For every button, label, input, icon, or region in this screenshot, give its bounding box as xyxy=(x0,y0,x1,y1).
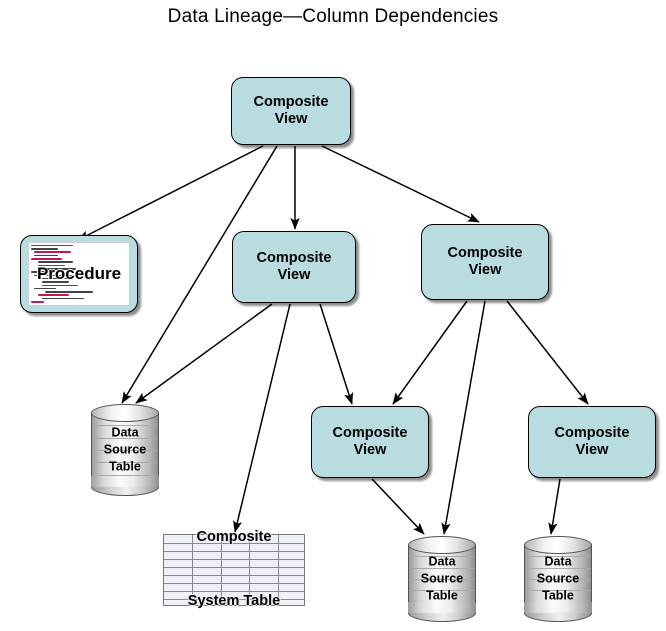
edge-cv-root-to-cv-right xyxy=(321,145,480,223)
node-label: Composite System Table xyxy=(187,529,281,609)
cylinder-top-ellipse xyxy=(408,536,476,554)
edge-cv-mid-to-cv-lower-left xyxy=(319,303,354,405)
cylinder-top-ellipse xyxy=(524,536,592,554)
cylinder-body xyxy=(408,545,476,613)
edge-cv-right-to-cv-lower-left xyxy=(392,300,468,405)
edge-cv-mid-to-cst xyxy=(233,303,291,533)
node-data-source-table-middle[interactable]: Data Source Table xyxy=(408,536,476,622)
node-data-source-table-left[interactable]: Data Source Table xyxy=(91,404,159,496)
cylinder-bottom-mask xyxy=(524,602,592,613)
grid-lines xyxy=(164,535,304,605)
node-label: Procedure xyxy=(36,264,122,283)
edge-cv-right-to-cv-lower-right xyxy=(506,300,589,405)
node-composite-view-lower-right[interactable]: Composite View xyxy=(528,406,656,478)
node-label: Composite View xyxy=(256,249,332,283)
cylinder-body xyxy=(91,413,159,487)
node-composite-view-lower-left[interactable]: Composite View xyxy=(311,406,429,478)
node-composite-system-table[interactable]: Composite System Table xyxy=(163,529,305,609)
cylinder-top-ellipse xyxy=(91,404,159,422)
node-label: Composite View xyxy=(253,93,329,127)
node-composite-view-root[interactable]: Composite View xyxy=(231,77,351,145)
edge-cv-right-to-dst-mid xyxy=(441,300,486,535)
cylinder-bottom-mask xyxy=(408,602,476,613)
node-data-source-table-right[interactable]: Data Source Table xyxy=(524,536,592,622)
page-title: Data Lineage—Column Dependencies xyxy=(167,6,499,27)
node-label: Data Source Table xyxy=(536,554,580,603)
node-label: Composite View xyxy=(554,424,630,458)
node-label: Composite View xyxy=(332,424,408,458)
node-procedure[interactable]: Procedure xyxy=(20,235,138,313)
node-composite-view-right[interactable]: Composite View xyxy=(421,224,549,300)
edge-cv-lower-right-to-dst-right xyxy=(548,478,561,535)
procedure-code-thumbnail xyxy=(28,242,130,306)
cylinder-bottom-mask xyxy=(91,476,159,487)
edge-cv-mid-to-dst-left xyxy=(135,303,273,404)
cylinder-bands xyxy=(92,413,158,487)
cylinder-body xyxy=(524,545,592,613)
node-label: Composite View xyxy=(447,244,523,278)
node-composite-view-middle[interactable]: Composite View xyxy=(232,231,356,303)
node-label: Data Source Table xyxy=(420,554,464,603)
edge-cv-root-to-proc xyxy=(77,145,264,241)
edge-cv-lower-left-to-dst-mid xyxy=(371,478,425,535)
node-label: Data Source Table xyxy=(103,425,147,474)
